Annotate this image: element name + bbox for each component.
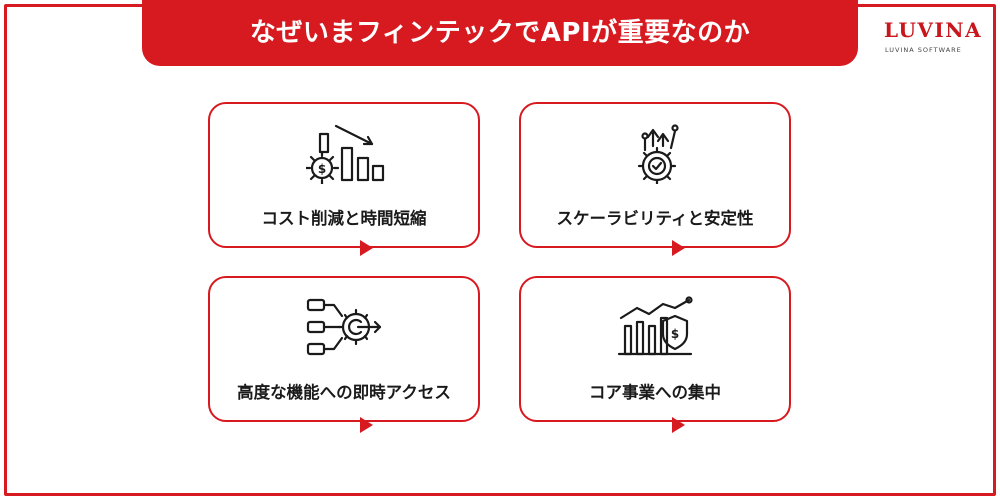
card-label: コスト削減と時間短縮	[261, 209, 427, 228]
cost-down-gear-chart-icon: $	[306, 124, 385, 184]
card-label: 高度な機能への即時アクセス	[237, 383, 451, 402]
card-label: コア事業への集中	[589, 383, 721, 402]
benefit-card-advanced-features: 高度な機能への即時アクセス	[208, 276, 480, 422]
company-logo: LUVINA LUVINA SOFTWARE	[884, 18, 981, 68]
growth-gear-check-icon	[637, 124, 679, 184]
card-arrow	[672, 240, 685, 256]
card-label: スケーラビリティと安定性	[556, 209, 754, 228]
process-gear-flow-icon	[306, 298, 382, 356]
benefit-card-cost: $ コスト削減と時間短縮	[208, 102, 480, 248]
card-arrow	[360, 417, 373, 433]
svg-text:$: $	[671, 327, 679, 341]
logo-wordmark: LUVINA	[884, 18, 983, 42]
svg-text:$: $	[318, 162, 326, 176]
card-arrow	[672, 417, 685, 433]
page-border	[4, 4, 996, 496]
logo-subtitle: LUVINA SOFTWARE	[885, 46, 962, 54]
growth-chart-shield-icon: $	[617, 296, 693, 356]
page-title: なぜいまフィンテックでAPIが重要なのか	[249, 17, 751, 48]
benefit-card-core-focus: $ コア事業への集中	[519, 276, 791, 422]
title-banner: なぜいまフィンテックでAPIが重要なのか	[142, 0, 858, 66]
card-arrow	[360, 240, 373, 256]
benefit-card-scalability: スケーラビリティと安定性	[519, 102, 791, 248]
